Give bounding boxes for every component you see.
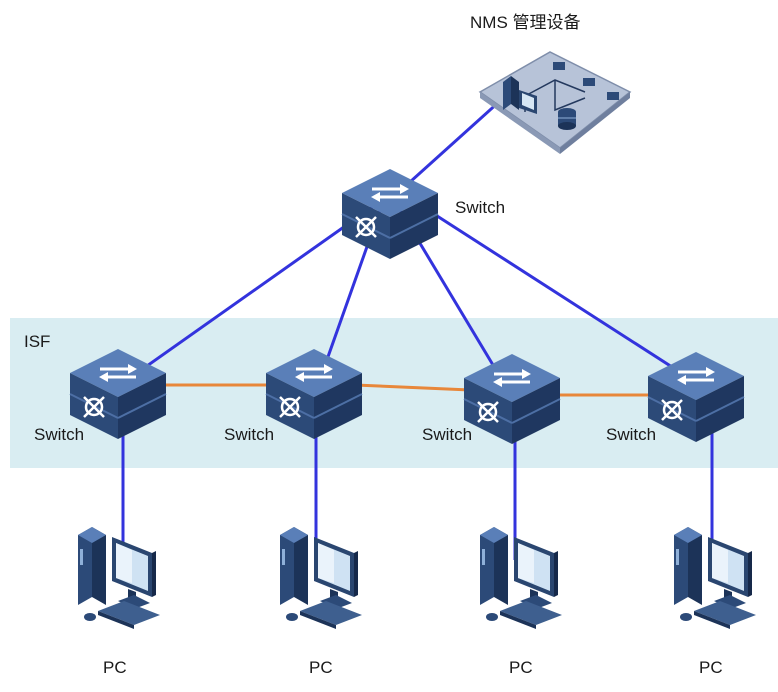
pc-label-3: PC <box>509 658 533 677</box>
core-switch-icon <box>340 167 440 261</box>
nms-label: NMS 管理设备 <box>470 13 581 32</box>
isf-links <box>160 383 660 397</box>
pc-icon-4 <box>674 527 756 629</box>
isf-switch-label-1: Switch <box>34 425 85 444</box>
pc-label-4: PC <box>699 658 723 677</box>
isf-switch-label-2: Switch <box>224 425 275 444</box>
nms-device-icon <box>478 51 632 154</box>
pc-icon-1 <box>78 527 160 629</box>
pc-icon-2 <box>280 527 362 629</box>
isf-switch-label-4: Switch <box>606 425 657 444</box>
pc-label-2: PC <box>309 658 333 677</box>
isf-label: ISF <box>24 332 51 351</box>
pc-label-1: PC <box>103 658 127 677</box>
pc-icon-3 <box>480 527 562 629</box>
core-switch-label: Switch <box>455 198 506 217</box>
isf-switch-label-3: Switch <box>422 425 473 444</box>
